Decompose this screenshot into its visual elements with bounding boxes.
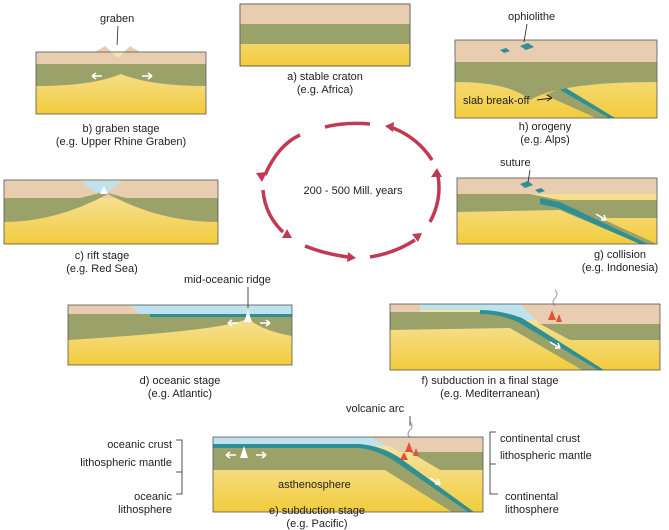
ophiolite-icon (500, 43, 534, 53)
spreading-arrow-icon (260, 319, 271, 327)
panel-graben-stage: graben b) graben stage (e.g. Upper Rhine… (35, 13, 207, 148)
legend-left: oceanic crust lithospheric mantle oceani… (80, 439, 183, 516)
cycle-arrows (261, 121, 441, 259)
cycle-arrowhead-icon (347, 252, 356, 262)
cycle-arrow-icon (324, 121, 371, 129)
cycle-arrow-icon (304, 244, 349, 259)
panel-orogeny: ophiolithe slab break-off h) orogeny (e.… (454, 11, 658, 146)
cycle-arrowhead-icon (256, 172, 267, 182)
stage-b-title: b) graben stage (82, 123, 159, 135)
cycle-arrowhead-icon (282, 229, 292, 238)
spreading-arrow-icon (256, 451, 267, 459)
cycle-arrowhead-icon (412, 233, 422, 242)
ridge-label: mid-oceanic ridge (184, 274, 271, 286)
stage-f-example: (e.g. Mediterranean) (440, 388, 540, 400)
stage-g-title: g) collision (594, 249, 646, 261)
stage-e-example: (e.g. Pacific) (286, 518, 347, 530)
panel-subduction-stage: volcanic arc asthenosphere e) subduction… (212, 403, 484, 530)
stage-h-title: h) orogeny (519, 121, 572, 133)
cycle-arrow-icon (392, 126, 434, 161)
stage-d-example: (e.g. Atlantic) (148, 388, 212, 400)
subduction-arrow-icon (549, 341, 561, 349)
stage-c-example: (e.g. Red Sea) (66, 263, 138, 275)
legend-right: continental crust lithospheric mantle co… (489, 431, 592, 516)
ophiolithe-label: ophiolithe (508, 11, 555, 23)
stage-a-example: (e.g. Africa) (297, 84, 353, 96)
panel-collision: suture g) collision (e.g. Indonesia) (456, 157, 658, 274)
cycle-arrow-icon (261, 189, 285, 234)
suture-icon (520, 181, 545, 193)
subduction-arrow-icon (429, 477, 441, 485)
panel-oceanic-stage: mid-oceanic ridge d) oceanic stage (e.g.… (67, 274, 293, 400)
stage-h-example: (e.g. Alps) (520, 134, 570, 146)
volcanic-arc-label: volcanic arc (346, 403, 405, 415)
asthenosphere-label: asthenosphere (278, 479, 351, 491)
legend-oceanic-lithosphere-1: oceanic (134, 491, 172, 503)
legend-lithospheric-mantle-right: lithospheric mantle (500, 450, 592, 462)
panel-stable-craton: a) stable craton (e.g. Africa) (239, 3, 411, 96)
cycle-arrow-icon (369, 238, 416, 259)
stage-f-title: f) subduction in a final stage (422, 375, 559, 387)
spreading-arrow-icon (91, 72, 102, 80)
cycle-arrowhead-icon (431, 168, 442, 177)
legend-continental-lithosphere-1: continental (505, 491, 558, 503)
volcano-icon (548, 310, 562, 322)
smoke-icon (407, 421, 413, 439)
cycle-arrow-icon (263, 133, 301, 176)
spreading-arrow-icon (225, 451, 236, 459)
spreading-arrow-icon (227, 319, 238, 327)
graben-label: graben (100, 13, 134, 25)
legend-continental-lithosphere-2: lithosphere (505, 504, 559, 516)
stage-e-title: e) subduction stage (269, 505, 365, 517)
cycle-arrow-icon (428, 175, 441, 223)
spreading-arrow-icon (142, 72, 153, 80)
volcano-icon (400, 442, 419, 460)
panel-rift-stage: c) rift stage (e.g. Red Sea) (3, 179, 219, 275)
cycle-arrowhead-icon (385, 122, 394, 132)
suture-label: suture (500, 157, 531, 169)
subduction-arrow-icon (595, 213, 607, 221)
panel-subduction-final: f) subduction in a final stage (e.g. Med… (389, 289, 661, 400)
legend-oceanic-crust: oceanic crust (107, 439, 172, 451)
legend-continental-crust: continental crust (500, 433, 580, 445)
legend-oceanic-lithosphere-2: lithosphere (118, 504, 172, 516)
slab-break-off-label: slab break-off (463, 95, 530, 107)
stage-d-title: d) oceanic stage (140, 375, 221, 387)
legend-lithospheric-mantle-left: lithospheric mantle (80, 457, 172, 469)
stage-c-title: c) rift stage (75, 250, 129, 262)
stage-a-title: a) stable craton (287, 71, 363, 83)
stage-g-example: (e.g. Indonesia) (582, 262, 658, 274)
stage-b-example: (e.g. Upper Rhine Graben) (56, 136, 186, 148)
cycle-duration-label: 200 - 500 Mill. years (303, 185, 403, 197)
